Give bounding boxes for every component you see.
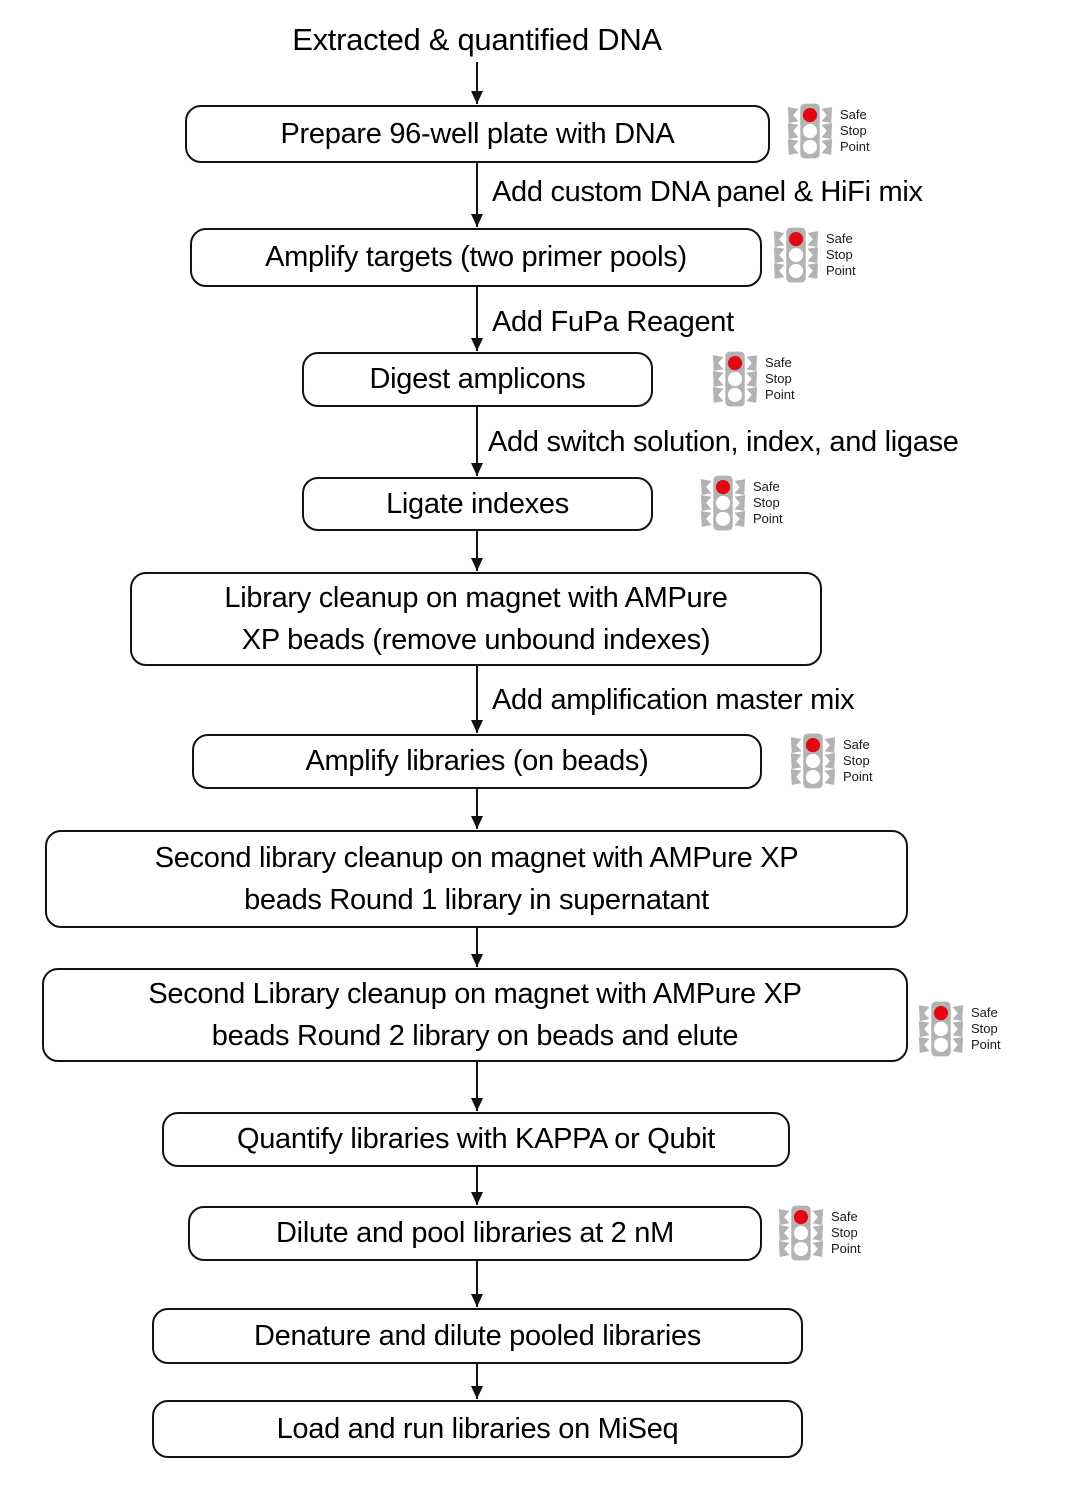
safe-stop-point-label: Safe Stop Point — [843, 737, 873, 784]
step-box-dilute-pool-libraries: Dilute and pool libraries at 2 nM — [188, 1206, 762, 1261]
traffic-light-icon — [712, 351, 758, 407]
traffic-light-icon — [918, 1001, 964, 1057]
step-box-digest-amplicons: Digest amplicons — [302, 352, 653, 407]
traffic-light-icon — [778, 1205, 824, 1261]
safe-stop-point-step4: Safe Stop Point — [700, 474, 783, 532]
arrow-step8-to-step9 — [476, 1062, 478, 1111]
step-box-amplify-libraries: Amplify libraries (on beads) — [192, 734, 762, 789]
arrow-step10-to-step11 — [476, 1261, 478, 1307]
safe-stop-point-step1: Safe Stop Point — [787, 102, 870, 160]
safe-stop-point-label: Safe Stop Point — [826, 231, 856, 278]
arrow-step6-to-step7 — [476, 789, 478, 829]
arrow-step11-to-step12 — [476, 1364, 478, 1399]
step-box-denature-dilute: Denature and dilute pooled libraries — [152, 1308, 803, 1364]
safe-stop-point-step2: Safe Stop Point — [773, 226, 856, 284]
safe-stop-point-label: Safe Stop Point — [971, 1005, 1001, 1052]
safe-stop-point-step6: Safe Stop Point — [790, 732, 873, 790]
step-box-quantify-libraries: Quantify libraries with KAPPA or Qubit — [162, 1112, 790, 1167]
arrow-step9-to-step10 — [476, 1167, 478, 1205]
traffic-light-icon — [787, 103, 833, 159]
traffic-light-icon — [790, 733, 836, 789]
safe-stop-point-step3: Safe Stop Point — [712, 350, 795, 408]
arrow-step2-to-step3 — [476, 287, 478, 351]
arrow-step5-to-step6 — [476, 666, 478, 733]
step-box-prepare-plate: Prepare 96-well plate with DNA — [185, 105, 770, 163]
step-box-second-cleanup-round1: Second library cleanup on magnet with AM… — [45, 830, 908, 928]
edge-label-add-fupa-reagent: Add FuPa Reagent — [492, 306, 734, 338]
flowchart-title: Extracted & quantified DNA — [292, 22, 662, 57]
arrow-step3-to-step4 — [476, 407, 478, 476]
step-box-load-run-miseq: Load and run libraries on MiSeq — [152, 1400, 803, 1458]
step-box-amplify-targets: Amplify targets (two primer pools) — [190, 228, 762, 287]
arrow-title-to-step1 — [476, 62, 478, 104]
safe-stop-point-step10: Safe Stop Point — [778, 1204, 861, 1262]
arrow-step4-to-step5 — [476, 531, 478, 571]
traffic-light-icon — [773, 227, 819, 283]
step-box-ligate-indexes: Ligate indexes — [302, 477, 653, 531]
edge-label-add-amplification-mix: Add amplification master mix — [492, 684, 855, 716]
safe-stop-point-label: Safe Stop Point — [765, 355, 795, 402]
arrow-step7-to-step8 — [476, 928, 478, 967]
safe-stop-point-step8: Safe Stop Point — [918, 1000, 1001, 1058]
arrow-step1-to-step2 — [476, 163, 478, 227]
safe-stop-point-label: Safe Stop Point — [840, 107, 870, 154]
edge-label-add-custom-dna-panel: Add custom DNA panel & HiFi mix — [492, 176, 923, 208]
safe-stop-point-label: Safe Stop Point — [831, 1209, 861, 1256]
safe-stop-point-label: Safe Stop Point — [753, 479, 783, 526]
step-box-second-cleanup-round2: Second Library cleanup on magnet with AM… — [42, 968, 908, 1062]
edge-label-add-switch-solution: Add switch solution, index, and ligase — [488, 426, 959, 458]
traffic-light-icon — [700, 475, 746, 531]
step-box-library-cleanup: Library cleanup on magnet with AMPure XP… — [130, 572, 822, 666]
